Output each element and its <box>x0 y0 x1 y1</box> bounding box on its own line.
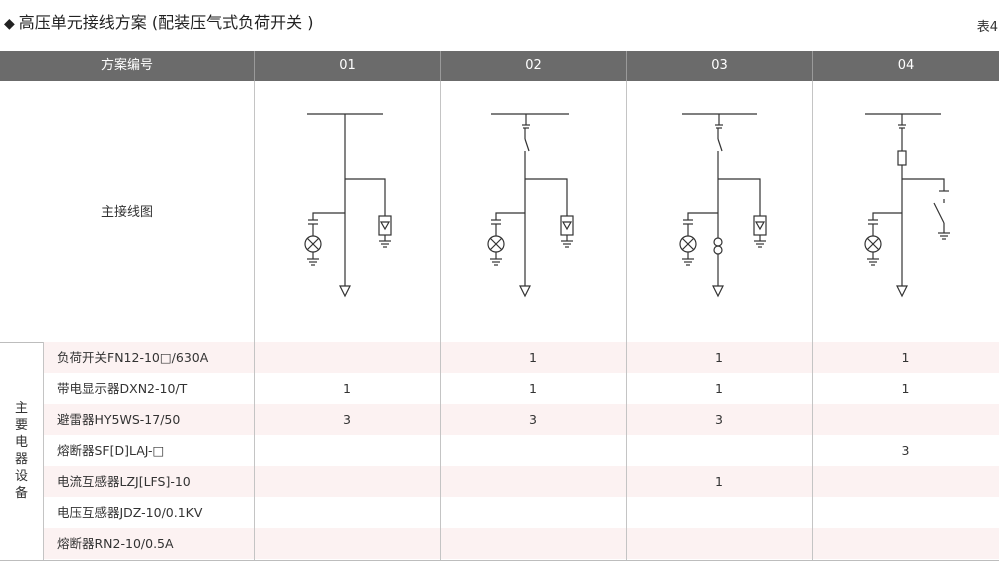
value-01 <box>254 466 440 497</box>
wiring-diagram-02 <box>487 113 574 298</box>
value-04 <box>812 466 999 497</box>
value-02: 3 <box>529 412 537 427</box>
value-03: 1 <box>715 381 723 396</box>
value-02 <box>440 497 626 528</box>
header-scheme-01: 01 <box>339 58 356 73</box>
wiring-diagram-03 <box>679 113 767 298</box>
value-03 <box>626 528 812 559</box>
table-header: 方案编号 01 02 03 04 <box>0 51 999 81</box>
value-01: 1 <box>343 381 351 396</box>
wiring-diagram-04 <box>864 113 950 298</box>
value-01 <box>254 528 440 559</box>
value-04 <box>812 404 999 435</box>
value-01 <box>254 435 440 466</box>
title-text: 高压单元接线方案 (配装压气式负荷开关 ) <box>18 13 314 32</box>
page-title: ◆高压单元接线方案 (配装压气式负荷开关 ) <box>4 9 313 33</box>
value-03 <box>626 435 812 466</box>
value-01 <box>254 497 440 528</box>
wiring-diagram-01 <box>304 113 392 298</box>
equipment-name: 电压互感器JDZ-10/0.1KV <box>57 505 203 520</box>
equipment-name: 电流互感器LZJ[LFS]-10 <box>57 474 191 489</box>
header-scheme-02: 02 <box>525 58 542 73</box>
value-03: 1 <box>715 350 723 365</box>
header-scheme-number: 方案编号 <box>100 58 153 73</box>
table-row: 带电显示器DXN2-10/T 1 1 1 1 <box>43 373 999 404</box>
table-row: 电流互感器LZJ[LFS]-10 1 <box>43 466 999 497</box>
value-03 <box>626 497 812 528</box>
value-02: 1 <box>529 381 537 396</box>
value-01: 3 <box>343 412 351 427</box>
value-04 <box>812 528 999 559</box>
value-04 <box>812 497 999 528</box>
table-row: 熔断器RN2-10/0.5A <box>43 528 999 559</box>
value-02 <box>440 528 626 559</box>
diagram-row: 主接线图 <box>0 81 999 343</box>
value-02 <box>440 466 626 497</box>
equipment-name: 熔断器RN2-10/0.5A <box>57 536 174 551</box>
equipment-name: 熔断器SF[D]LAJ-□ <box>57 443 165 458</box>
table-number: 表4 <box>976 20 998 35</box>
equipment-name: 避雷器HY5WS-17/50 <box>57 412 181 427</box>
diamond-bullet-icon: ◆ <box>4 16 15 32</box>
value-02 <box>440 435 626 466</box>
table-row: 熔断器SF[D]LAJ-□ 3 <box>43 435 999 466</box>
value-04: 1 <box>901 381 910 396</box>
equipment-name: 负荷开关FN12-10□/630A <box>57 350 209 365</box>
value-02: 1 <box>529 350 537 365</box>
equipment-name: 带电显示器DXN2-10/T <box>57 381 188 396</box>
diagram-row-label: 主接线图 <box>100 205 153 220</box>
table-row: 避雷器HY5WS-17/50 3 3 3 <box>43 404 999 435</box>
header-scheme-04: 04 <box>897 58 915 73</box>
table-row: 电压互感器JDZ-10/0.1KV <box>43 497 999 528</box>
header-scheme-03: 03 <box>711 58 728 73</box>
value-01 <box>254 342 440 373</box>
side-label-text: 主要电器设备 <box>14 401 28 501</box>
table-row: 负荷开关FN12-10□/630A 1 1 1 <box>43 342 999 373</box>
value-04: 1 <box>901 350 910 365</box>
value-03: 1 <box>715 474 723 489</box>
equipment-table: 负荷开关FN12-10□/630A 1 1 1 带电显示器DXN2-10/T 1… <box>0 342 999 560</box>
value-04: 3 <box>901 443 910 458</box>
main-equipment-group-label: 主要电器设备 <box>0 342 43 560</box>
value-03: 3 <box>715 412 723 427</box>
